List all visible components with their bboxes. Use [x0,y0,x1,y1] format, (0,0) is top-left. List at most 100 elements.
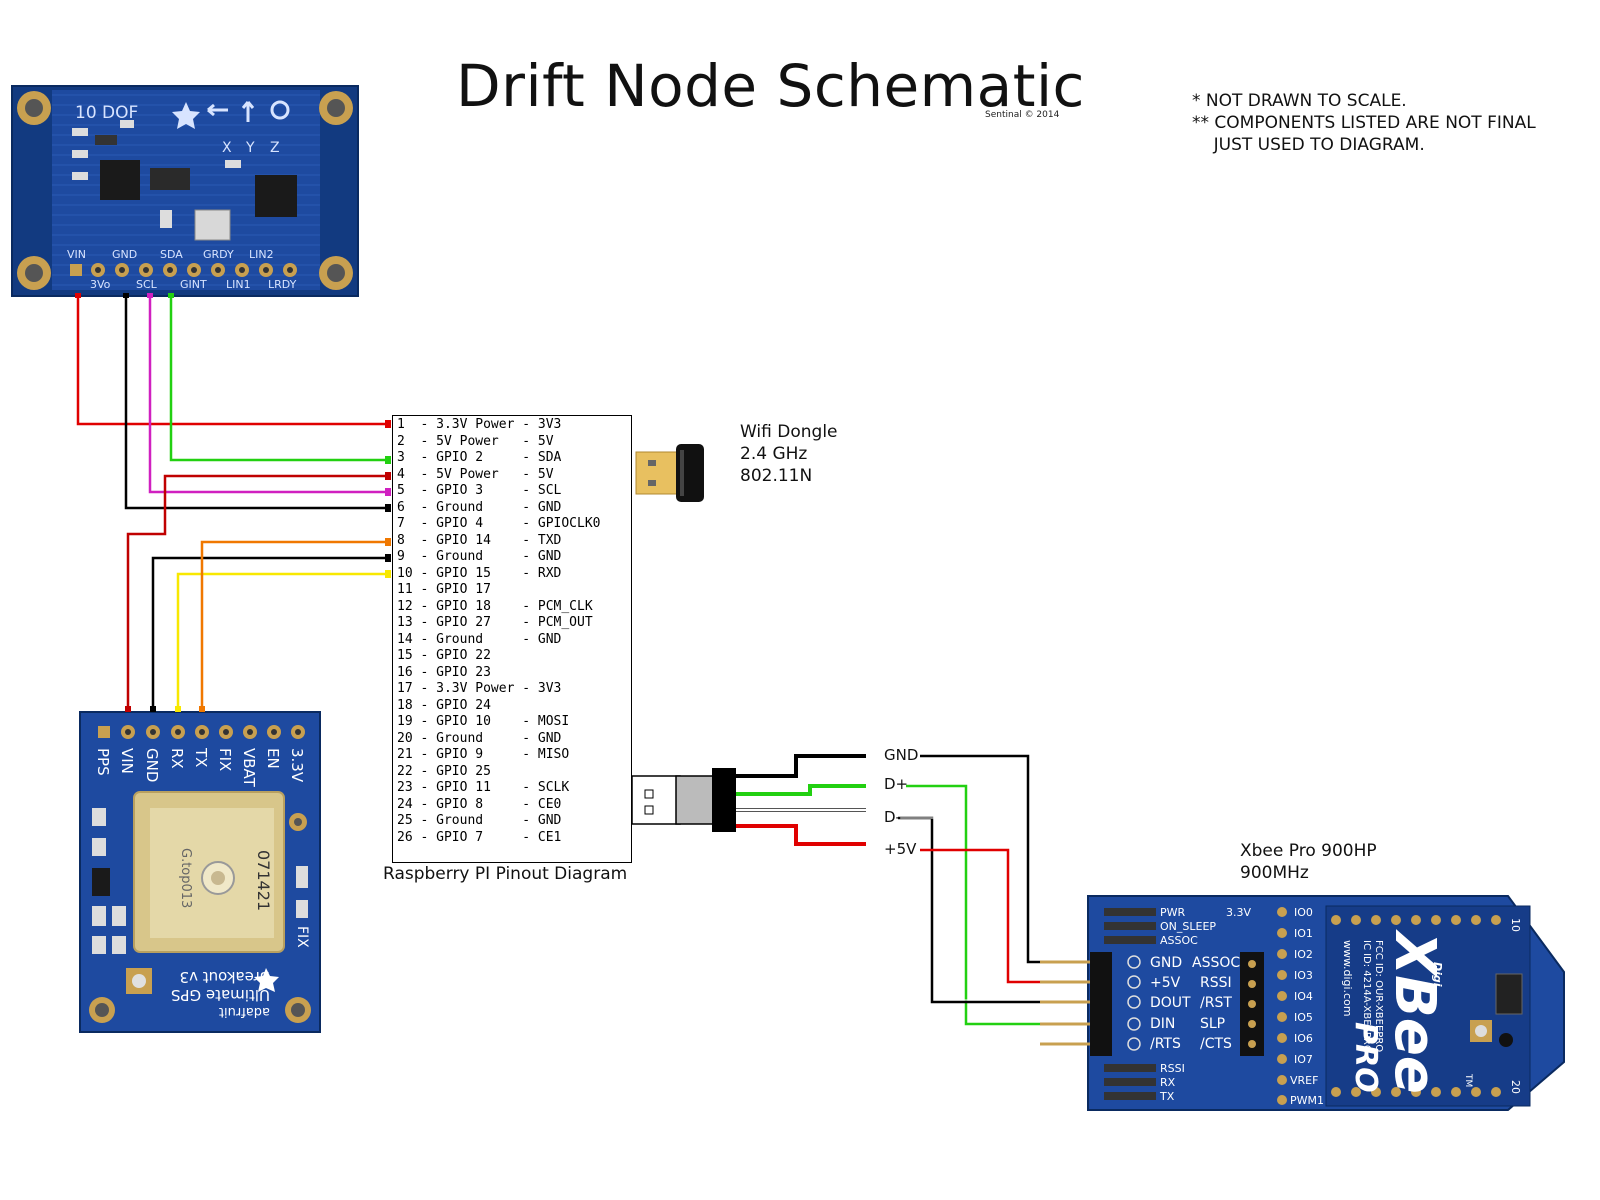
pinout-row: 21 - GPIO 9 - MISO [397,747,570,762]
usb-to-xbee-wires [898,754,1086,1026]
imu-pin-label: GND [112,248,137,261]
imu-pin-label: VIN [67,248,86,261]
xbee-io-label: IO1 [1294,927,1313,940]
xbee-ic-text: IC ID: 4214A-XBEEPRO [1361,940,1372,1053]
xbee-led-label: ASSOC [1160,934,1198,947]
pinout-row: 22 - GPIO 25 [397,763,491,779]
gps-pin-label: RX [168,748,186,769]
imu-axis-z: Z [270,140,280,156]
pinout-row: 9 - Ground - GND [397,549,562,564]
pinout-row: 18 - GPIO 24 [397,697,491,713]
xbee-io-label: IO2 [1294,948,1313,961]
wire-gps-gnd [151,556,388,712]
gps-pin-label: VIN [118,748,136,774]
wire-sda [169,296,388,462]
wire-xbee-dout [898,816,1086,1004]
gps-pin-label: GND [143,748,161,782]
xbee-pin10-text: 10 [1509,918,1522,932]
pinout-row: 7 - GPIO 4 - GPIOCLK0 [397,516,601,531]
pinout-row: 16 - GPIO 23 [397,664,491,680]
xbee-io-label: IO4 [1294,990,1313,1003]
wire-gps-rx [176,572,388,712]
xbee-logo-text: XBee [1382,929,1447,1094]
xbee-io-label: 3.3V [1226,906,1251,919]
gps-board-title: Ultimate GPS [171,986,270,1004]
xbee-label: Xbee Pro 900HP 900MHz [1240,840,1377,884]
pinout-caption: Raspberry PI Pinout Diagram [383,864,628,884]
wifi-label-line: Wifi Dongle [740,422,838,442]
xbee-header-label: GND [1150,955,1182,971]
xbee-header-label: SLP [1200,1016,1225,1032]
xbee-fcc-text: FCC ID: OUR-XBEEPRO [1373,940,1384,1052]
wire-xbee-dout-core [898,817,1086,1001]
pinout-row: 11 - GPIO 17 [397,582,491,597]
imu-board: 10 DOF X Y Z VIN GND SDA GRDY LIN2 3Vo S… [11,85,359,297]
page-title: Drift Node Schematic [456,52,1085,120]
pinout-row: 5 - GPIO 3 - SCL [397,483,562,498]
wire-3v3 [76,296,388,426]
gps-pin-label: EN [264,748,282,769]
xbee-header-label: /RTS [1150,1036,1181,1052]
pinout-row: 6 - Ground - GND [397,499,562,515]
xbee-header-label: /CTS [1200,1036,1232,1052]
gps-wire-tips [125,706,205,712]
imu-header-pads [70,263,297,277]
adafruit-logo-icon [172,102,200,129]
pinout-row: 20 - Ground - GND [397,730,562,746]
usb-wire-dplus [736,784,866,796]
gps-board-subtitle: Breakout v3 [180,968,270,986]
gps-fix-label: FIX [294,926,310,948]
imu-title: 10 DOF [75,103,138,123]
pinout-row: 8 - GPIO 14 - TXD [397,532,562,548]
xbee-io-label: VREF [1290,1074,1318,1087]
pinout-row: 25 - Ground - GND [397,813,562,828]
imu-axis-x: X [222,140,232,156]
xbee-io-label: IO5 [1294,1011,1313,1024]
usb-plug [631,768,736,832]
imu-pin-label: LIN2 [249,248,274,261]
note-line: * NOT DRAWN TO SCALE. [1192,91,1407,111]
xbee-led-label: PWR [1160,906,1186,919]
gps-pin-label: VBAT [240,748,258,788]
usb-label-dplus: D+ [884,775,909,793]
pinout-row: 23 - GPIO 11 - SCLK [397,780,570,795]
wire-gps-vin [126,474,388,712]
xbee-digi-text: Digi [1431,962,1444,987]
xbee-pin20-text: 20 [1509,1080,1522,1094]
imu-mount-hole [17,91,353,290]
usb-label-gnd: GND [884,746,919,764]
pinout-row: 19 - GPIO 10 - MOSI [397,714,570,729]
xbee-url-text: www.digi.com [1341,940,1354,1017]
wire-gps-tx [200,540,388,712]
pinout-row: 2 - 5V Power - 5V [397,433,554,449]
imu-wire-tips [75,293,174,298]
pinout-row: 14 - Ground - GND [397,631,562,647]
imu-pin-label: SCL [136,278,158,291]
xbee-led-label: RSSI [1160,1062,1185,1075]
wifi-label-line: 802.11N [740,466,813,486]
xbee-label-line: Xbee Pro 900HP [1240,841,1377,861]
xbee-header-label: +5V [1150,975,1181,991]
gps-pin-label: FIX [216,748,234,771]
pi-pin-markers [385,420,391,578]
xbee-io-label: IO6 [1294,1032,1313,1045]
pinout-row: 26 - GPIO 7 - CE1 [397,829,562,845]
xbee-header-label: DOUT [1150,995,1191,1011]
pinout-row: 13 - GPIO 27 - PCM_OUT [397,615,593,630]
xbee-io-label: IO7 [1294,1053,1313,1066]
wifi-label: Wifi Dongle 2.4 GHz 802.11N [740,421,838,487]
xbee-header-label: /RST [1200,995,1232,1011]
wifi-label-line: 2.4 GHz [740,444,808,464]
axis-arrows-icon [207,100,290,122]
xbee-pro-text: PRO [1348,1022,1383,1093]
xbee-led-label: RX [1160,1076,1176,1089]
gps-pin-label: TX [192,747,210,767]
xbee-header-label: ASSOC [1192,955,1240,971]
gps-module-model: G.top013 [178,848,193,908]
wire-xbee-din [906,784,1086,1026]
xbee-board: PWR ON_SLEEP ASSOC RSSI RX TX GND +5V DO… [1040,895,1565,1111]
gps-brand-text: adafruit [219,1004,270,1019]
imu-axis-y: Y [245,140,255,156]
